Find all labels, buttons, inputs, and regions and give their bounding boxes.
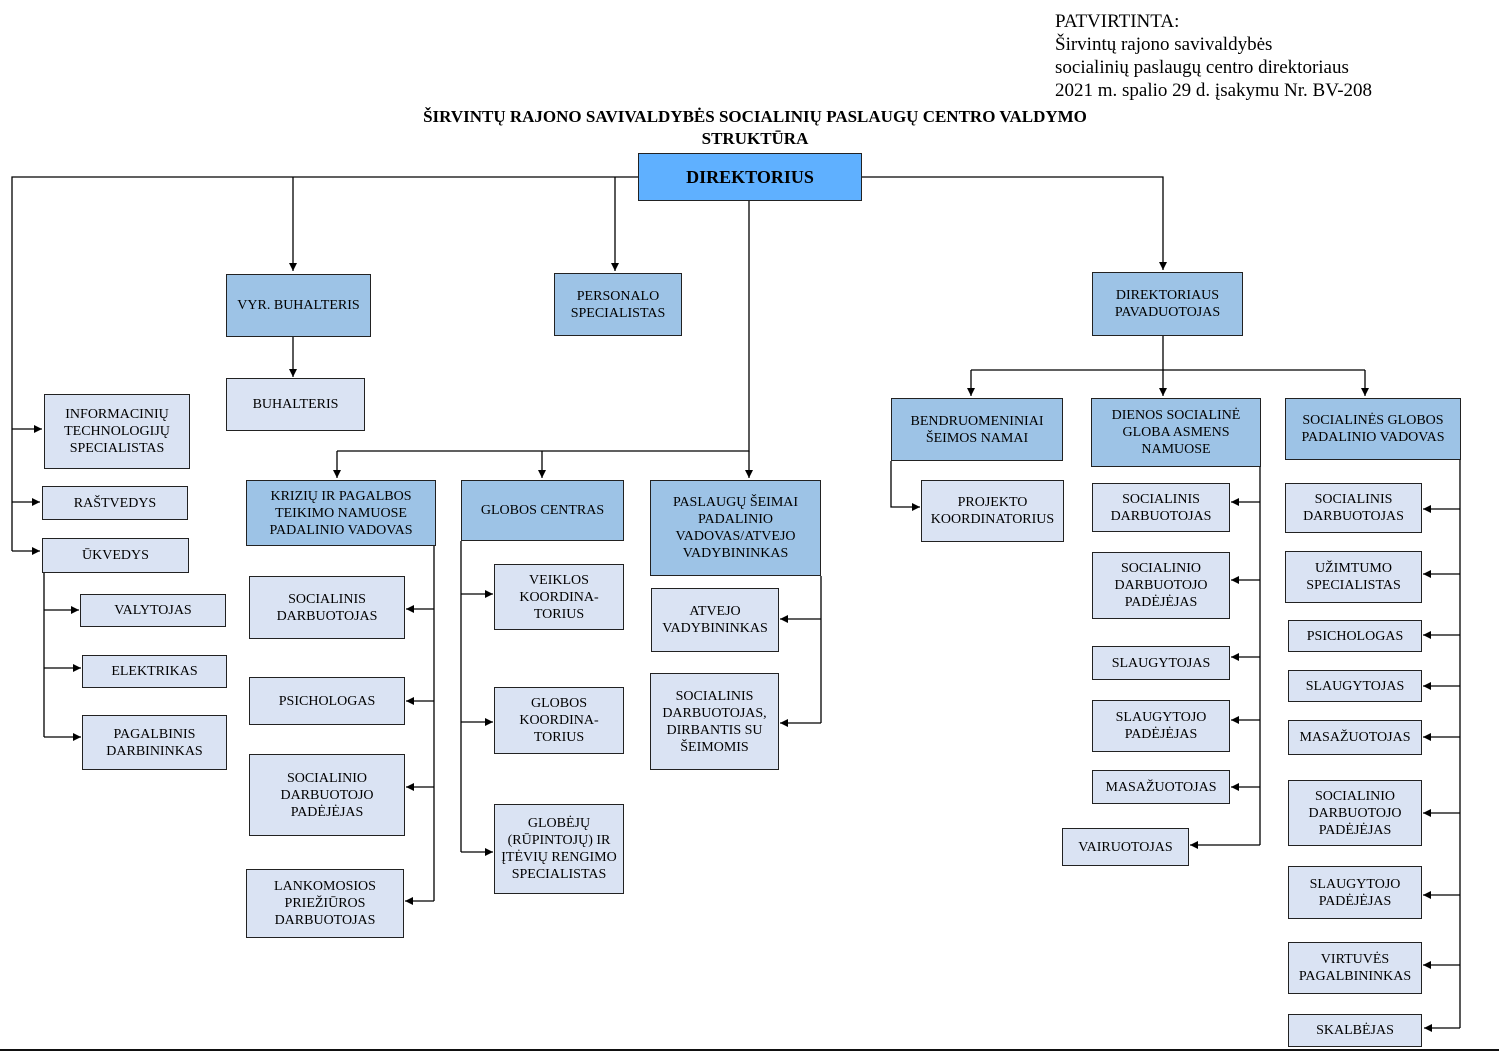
- day-masseur-box: MASAŽUOTOJAS: [1092, 770, 1230, 804]
- community-homes-box: BENDRUOMENINIAI ŠEIMOS NAMAI: [891, 398, 1063, 461]
- social-care-unit-head-box: SOCIALINĖS GLOBOS PADALINIO VADOVAS: [1285, 398, 1461, 460]
- secretary-box: RAŠTVEDYS: [42, 486, 188, 520]
- approval-line-1: PATVIRTINTA:: [1055, 11, 1180, 32]
- kitchen-helper-box: VIRTUVĖS PAGALBININKAS: [1288, 942, 1422, 994]
- crisis-social-worker-box: SOCIALINIS DARBUOTOJAS: [249, 576, 405, 639]
- approval-note: PATVIRTINTA: Širvintų rajono savivaldybė…: [1055, 10, 1372, 102]
- chart-title-line-1: ŠIRVINTŲ RAJONO SAVIVALDYBĖS SOCIALINIŲ …: [423, 107, 1087, 126]
- care-social-assistant-box: SOCIALINIO DARBUOTOJO PADĖJĖJAS: [1288, 780, 1422, 846]
- electrician-box: ELEKTRIKAS: [82, 655, 227, 688]
- family-services-head-box: PASLAUGŲ ŠEIMAI PADALINIO VADOVAS/ATVEJO…: [650, 480, 821, 576]
- occupation-specialist-box: UŽIMTUMO SPECIALISTAS: [1285, 551, 1422, 603]
- care-nurse-assistant-box: SLAUGYTOJO PADĖJĖJAS: [1288, 866, 1422, 919]
- day-nurse-box: SLAUGYTOJAS: [1092, 646, 1230, 680]
- project-coordinator-box: PROJEKTO KOORDINATORIUS: [921, 480, 1064, 542]
- page-bottom-rule: [0, 1049, 1499, 1051]
- day-nurse-assistant-box: SLAUGYTOJO PADĖJĖJAS: [1092, 700, 1230, 752]
- crisis-social-assistant-box: SOCIALINIO DARBUOTOJO PADĖJĖJAS: [249, 754, 405, 836]
- cleaner-box: VALYTOJAS: [80, 594, 226, 627]
- personnel-specialist-box: PERSONALO SPECIALISTAS: [554, 273, 682, 336]
- deputy-director-box: DIREKTORIAUS PAVADUOTOJAS: [1092, 272, 1243, 336]
- care-centre-box: GLOBOS CENTRAS: [461, 480, 624, 541]
- day-social-assistant-box: SOCIALINIO DARBUOTOJO PADĖJĖJAS: [1092, 552, 1230, 619]
- care-coordinator-box: GLOBOS KOORDINA- TORIUS: [494, 687, 624, 754]
- family-social-worker-box: SOCIALINIS DARBUOTOJAS, DIRBANTIS SU ŠEI…: [650, 673, 779, 770]
- laundry-worker-box: SKALBĖJAS: [1288, 1014, 1422, 1047]
- approval-line-2: Širvintų rajono savivaldybės: [1055, 34, 1273, 55]
- day-social-worker-box: SOCIALINIS DARBUOTOJAS: [1092, 483, 1230, 532]
- it-specialist-box: INFORMACINIŲ TECHNOLOGIJŲ SPECIALISTAS: [44, 394, 190, 469]
- accountant-box: BUHALTERIS: [226, 378, 365, 431]
- guardian-training-specialist-box: GLOBĖJŲ (RŪPINTOJŲ) IR ĮTĖVIŲ RENGIMO SP…: [494, 804, 624, 894]
- crisis-psychologist-box: PSICHOLOGAS: [249, 677, 405, 725]
- chart-title-line-2: STRUKTŪRA: [701, 129, 809, 148]
- chief-accountant-box: VYR. BUHALTERIS: [226, 274, 371, 337]
- approval-line-4: 2021 m. spalio 29 d. įsakymu Nr. BV-208: [1055, 80, 1373, 101]
- crisis-unit-head-box: KRIZIŲ IR PAGALBOS TEIKIMO NAMUOSE PADAL…: [246, 480, 436, 546]
- auxiliary-worker-box: PAGALBINIS DARBININKAS: [82, 715, 227, 770]
- driver-box: VAIRUOTOJAS: [1062, 828, 1189, 866]
- approval-line-3: socialinių paslaugų centro direktoriaus: [1055, 57, 1349, 78]
- director-box: DIREKTORIUS: [638, 153, 862, 201]
- case-manager-box: ATVEJO VADYBININKAS: [651, 588, 779, 652]
- care-psychologist-box: PSICHOLOGAS: [1288, 620, 1422, 652]
- activity-coordinator-box: VEIKLOS KOORDINA- TORIUS: [494, 564, 624, 630]
- crisis-visiting-care-box: LANKOMOSIOS PRIEŽIŪROS DARBUOTOJAS: [246, 869, 404, 938]
- day-care-unit-box: DIENOS SOCIALINĖ GLOBA ASMENS NAMUOSE: [1091, 398, 1261, 467]
- care-social-worker-box: SOCIALINIS DARBUOTOJAS: [1285, 483, 1422, 533]
- care-masseur-box: MASAŽUOTOJAS: [1288, 720, 1422, 755]
- care-nurse-box: SLAUGYTOJAS: [1288, 670, 1422, 702]
- caretaker-box: ŪKVEDYS: [42, 538, 189, 573]
